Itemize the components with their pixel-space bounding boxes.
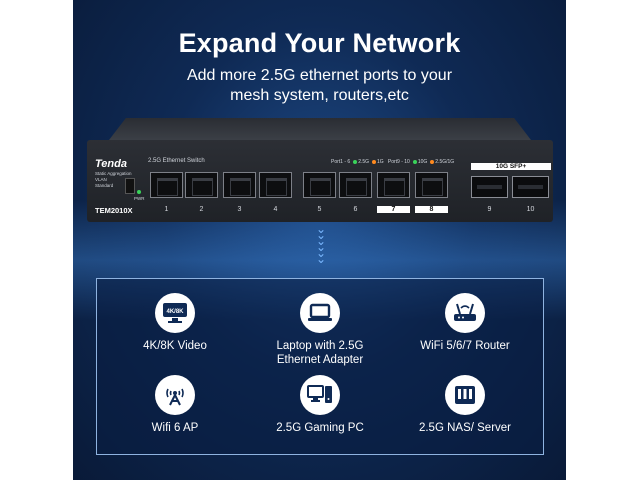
subtitle-line-2: mesh system, routers,etc	[230, 87, 409, 104]
orange-led-icon	[430, 159, 435, 164]
nas-server-icon	[445, 375, 485, 415]
laptop-icon	[300, 293, 340, 333]
port-number: 7	[377, 206, 410, 213]
product-banner: Expand Your Network Add more 2.5G ethern…	[73, 0, 566, 480]
port-number: 6	[353, 206, 358, 213]
port-number: 8	[415, 206, 448, 213]
feature-label: 2.5G Gaming PC	[276, 422, 364, 434]
feature-label: 2.5G NAS/ Server	[418, 422, 512, 434]
pwr-label: PWR	[134, 196, 145, 201]
green-led-icon	[353, 159, 358, 164]
ethernet-port-3	[223, 172, 256, 198]
access-point-icon	[155, 375, 195, 415]
led-legend-1-prefix: Port1 - 6	[331, 159, 351, 165]
switch-type-label: 2.5G Ethernet Switch	[148, 158, 205, 164]
subtitle-line-1: Add more 2.5G ethernet ports to your	[186, 67, 453, 84]
sfp-port-10	[512, 176, 549, 198]
brand-logo: Tenda	[95, 158, 127, 170]
feature-wifi-router: WiFi 5/6/7 Router	[395, 293, 535, 353]
ethernet-port-7	[377, 172, 410, 198]
orange-led-icon	[372, 159, 377, 164]
down-chevrons-icon: ⌄⌄⌄⌄⌄⌄	[315, 222, 327, 266]
ethernet-port-1	[150, 172, 183, 198]
feature-laptop: Laptop with 2.5G Ethernet Adapter	[250, 293, 390, 367]
sfp-number: 9	[487, 206, 492, 213]
banner-title: Expand Your Network	[178, 28, 461, 58]
green-led-icon	[412, 159, 417, 164]
ethernet-port-6	[339, 172, 372, 198]
feature-label: Laptop with 2.5G Ethernet Adapter	[250, 339, 390, 367]
port-number: 5	[317, 206, 322, 213]
port-number: 3	[237, 206, 242, 213]
feature-label: WiFi 5/6/7 Router	[420, 340, 510, 352]
mode-vlan: VLAN	[95, 177, 107, 182]
use-cases-panel: 4K/8K 4K/8K Video Laptop with 2.5G Ether…	[96, 278, 544, 455]
feature-wifi-6-ap: Wifi 6 AP	[105, 375, 245, 435]
feature-nas-server: 2.5G NAS/ Server	[395, 375, 535, 435]
port-number: 1	[164, 206, 169, 213]
sfp-number: 10	[526, 206, 535, 213]
switch-top-cover	[109, 118, 531, 140]
ethernet-port-5	[303, 172, 336, 198]
power-led	[137, 190, 141, 194]
feature-gaming-pc: 2.5G Gaming PC	[250, 375, 390, 435]
mode-standard: Standard	[95, 183, 114, 188]
feature-4k-8k-video: 4K/8K 4K/8K Video	[105, 293, 245, 353]
led-legend-2-a: 10G	[417, 159, 428, 165]
sfp-label: 10G SFP+	[471, 163, 551, 170]
network-switch-image: Tenda Static Aggregation VLAN Standard P…	[87, 118, 553, 222]
sfp-port-9	[471, 176, 508, 198]
ethernet-port-2	[185, 172, 218, 198]
port-number: 2	[199, 206, 204, 213]
led-legend: Port1 - 6 2.5G 1G Port9 - 10 10G 2.5G/1G	[331, 159, 454, 165]
ethernet-port-4	[259, 172, 292, 198]
mode-switch	[125, 178, 135, 194]
led-legend-2-prefix: Port9 - 10	[387, 159, 410, 165]
feature-label-line-2: Ethernet Adapter	[276, 354, 364, 366]
monitor-icon-text: 4K/8K	[166, 309, 184, 315]
led-legend-1-a: 2.5G	[358, 159, 370, 165]
banner-subtitle: Add more 2.5G ethernet ports to your mes…	[73, 66, 566, 106]
feature-label: Wifi 6 AP	[151, 422, 199, 434]
feature-label-line-1: Laptop with 2.5G	[276, 340, 364, 352]
mode-static-aggregation: Static Aggregation	[95, 171, 132, 176]
ethernet-port-8	[415, 172, 448, 198]
led-legend-2-b: 2.5G/1G	[435, 159, 455, 165]
4k-8k-monitor-icon: 4K/8K	[155, 293, 195, 333]
port-number: 4	[273, 206, 278, 213]
feature-label: 4K/8K Video	[143, 340, 207, 352]
led-legend-1-b: 1G	[377, 159, 384, 165]
model-number: TEM2010X	[95, 206, 133, 215]
wifi-router-icon	[445, 293, 485, 333]
gaming-pc-icon	[300, 375, 340, 415]
mode-labels: Static Aggregation VLAN Standard	[95, 171, 132, 189]
